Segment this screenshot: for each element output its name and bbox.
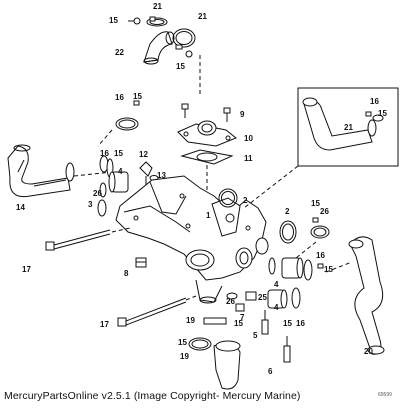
callout-2-right: 2 xyxy=(285,207,290,216)
callout-26-left: 26 xyxy=(93,189,102,198)
callout-17-lower: 17 xyxy=(100,320,109,329)
gasket-26-left xyxy=(99,182,107,198)
bolt-17-upper xyxy=(45,229,111,251)
callout-14: 14 xyxy=(16,203,25,212)
switch-6 xyxy=(283,336,291,363)
fitting-4-right-upper xyxy=(268,257,304,279)
bolt-17-lower xyxy=(117,297,187,327)
callout-13: 13 xyxy=(157,171,166,180)
plug-7 xyxy=(235,303,245,312)
manifold-housing-1 xyxy=(115,175,269,304)
callout-15-bottom: 15 xyxy=(234,319,243,328)
sensor-12 xyxy=(139,161,153,186)
callout-26-bottom: 26 xyxy=(226,297,235,306)
callout-4-right-upper: 4 xyxy=(274,280,279,289)
callout-22-right: 21 xyxy=(198,12,207,21)
callout-4-left: 4 xyxy=(118,167,123,176)
gasket-26-bottom xyxy=(226,292,238,300)
callout-2: 2 xyxy=(243,196,248,205)
hose-19-lower xyxy=(213,340,241,390)
screw-15-right xyxy=(312,217,319,223)
callout-19-upper: 19 xyxy=(186,316,195,325)
clamp-16-right xyxy=(291,259,324,309)
callout-15-right: 15 xyxy=(311,199,320,208)
sensor-5 xyxy=(261,310,269,335)
hose-14-drawing xyxy=(7,144,75,198)
callout-15-inset: 15 xyxy=(378,109,387,118)
callout-7: 7 xyxy=(240,313,245,322)
callout-15-left: 15 xyxy=(133,92,142,101)
callout-8: 8 xyxy=(124,269,129,278)
callout-6: 6 xyxy=(268,367,273,376)
callout-10: 10 xyxy=(244,134,253,143)
fitting-4-left xyxy=(108,171,129,193)
callout-23: 22 xyxy=(115,48,124,57)
fitting-4-right-lower xyxy=(267,289,288,309)
screw-15-left xyxy=(133,100,140,106)
callout-1: 1 xyxy=(206,211,211,220)
callout-9: 9 xyxy=(240,110,245,119)
callout-20: 20 xyxy=(364,347,373,356)
callout-15-mid: 15 xyxy=(176,62,185,71)
callout-5: 5 xyxy=(253,331,258,340)
callout-15-bottom-right: 15 xyxy=(283,319,292,328)
callout-21-inset: 21 xyxy=(344,123,353,132)
callout-15-right-mid: 15 xyxy=(324,265,333,274)
clamp-22-upper xyxy=(146,16,168,27)
callout-17-upper: 17 xyxy=(22,265,31,274)
bolt-9 xyxy=(181,103,231,122)
callout-3: 3 xyxy=(88,200,93,209)
callout-15-top: 15 xyxy=(109,16,118,25)
screw-15-top xyxy=(128,17,141,25)
clamp-22-lower xyxy=(172,28,196,50)
callout-19-lower: 19 xyxy=(180,352,189,361)
thermostat-housing-10 xyxy=(177,120,237,147)
callout-4-right-lower: 4 xyxy=(274,303,279,312)
callout-16-left: 16 xyxy=(115,93,124,102)
callout-12: 12 xyxy=(139,150,148,159)
hose-20-drawing xyxy=(348,236,385,355)
gasket-2 xyxy=(218,188,238,208)
inset-box xyxy=(297,87,399,167)
gasket-11 xyxy=(180,149,234,165)
reference-code: 69599 xyxy=(378,392,392,398)
clamp-16-left xyxy=(115,117,139,131)
clamp-24 xyxy=(310,225,330,239)
clamp-16-bottom xyxy=(188,337,212,351)
callout-25: 25 xyxy=(258,293,267,302)
callout-11: 11 xyxy=(244,154,253,163)
connector-19-upper xyxy=(203,317,227,325)
callout-15-fitting: 15 xyxy=(114,149,123,158)
ring-2-right xyxy=(279,220,297,244)
copyright-caption: MercuryPartsOnline v2.5.1 (Image Copyrig… xyxy=(4,390,301,402)
cap-8 xyxy=(135,257,147,268)
gasket-3 xyxy=(97,199,107,217)
hose-23-drawing xyxy=(143,31,175,65)
callout-24: 26 xyxy=(320,207,329,216)
callout-22-top: 21 xyxy=(153,2,162,11)
callout-16-bottom-right: 16 xyxy=(296,319,305,328)
callout-16-right: 16 xyxy=(316,251,325,260)
callout-16-fitting: 16 xyxy=(100,149,109,158)
callout-16-inset: 16 xyxy=(370,97,379,106)
callout-15-bottom-left: 15 xyxy=(178,338,187,347)
fitting-25 xyxy=(245,291,257,301)
screw-15-mid xyxy=(185,50,193,58)
